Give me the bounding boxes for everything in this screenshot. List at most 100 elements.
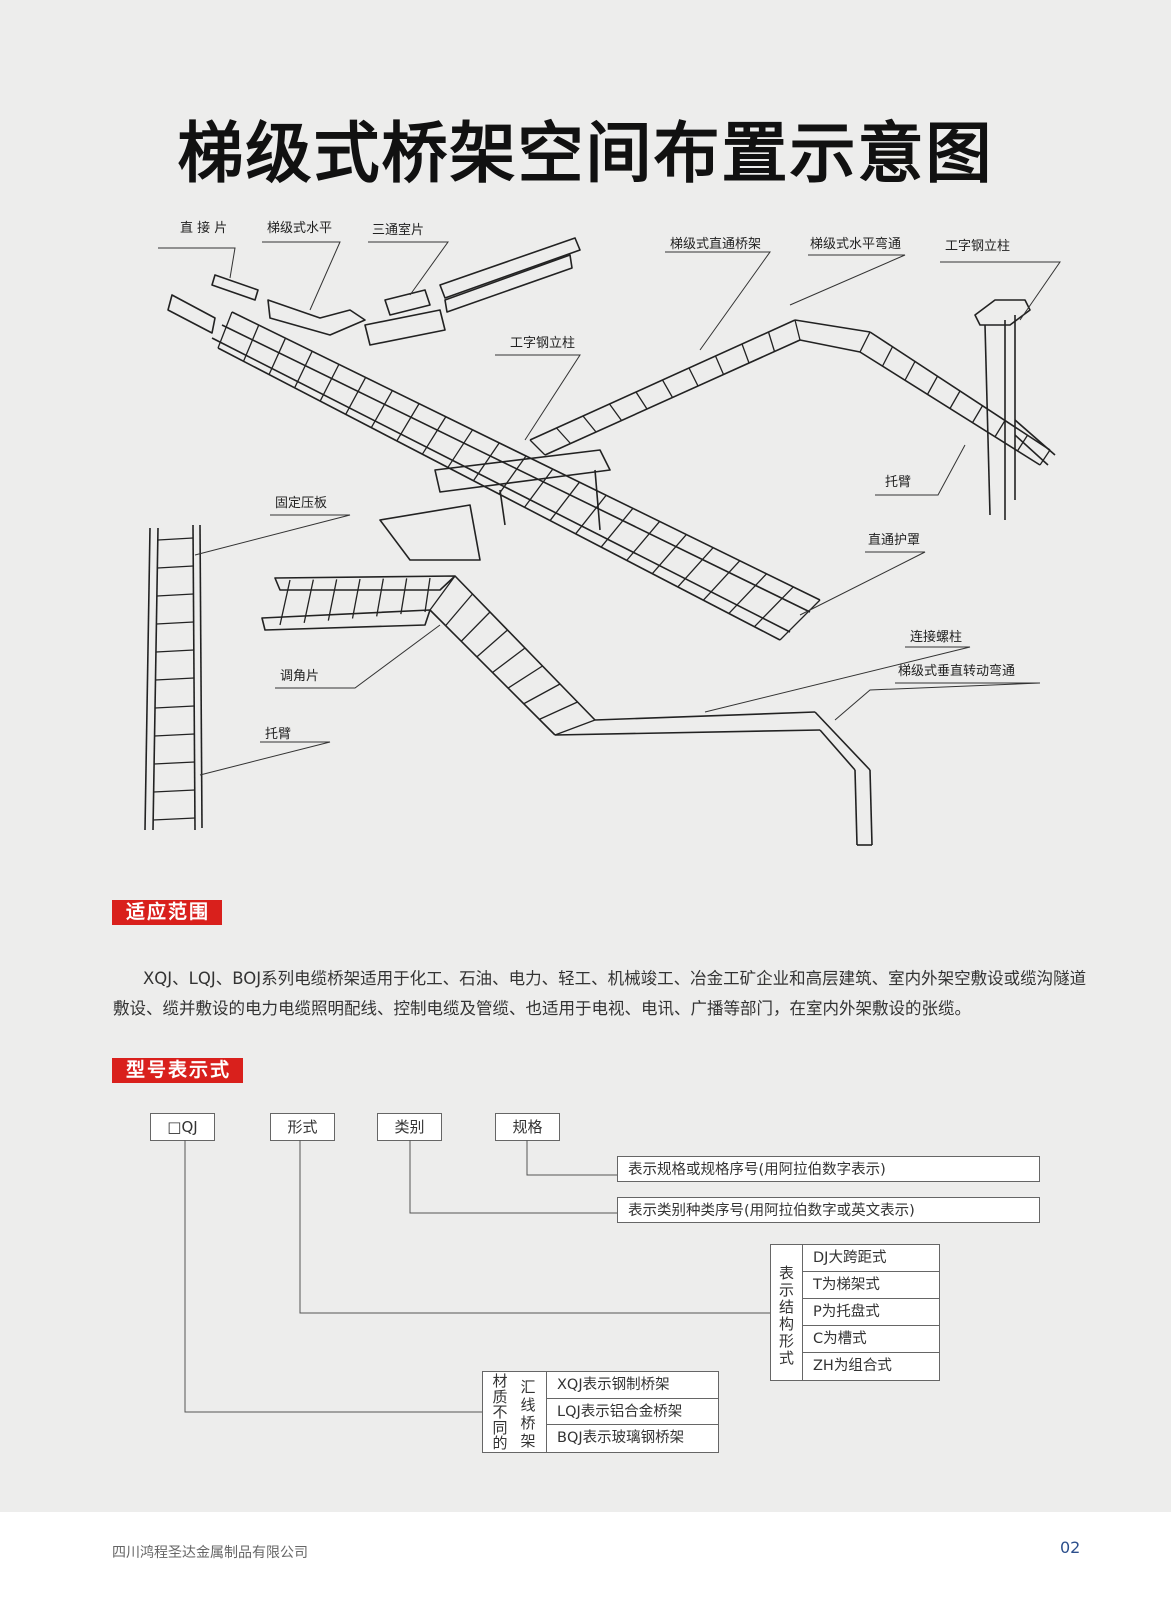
material-head-char: 的: [492, 1434, 508, 1452]
material-head-char: 不: [492, 1403, 508, 1421]
ladder-rung: [635, 391, 648, 410]
structure-form-item: C为槽式: [803, 1326, 939, 1353]
material-head: 材质不同的汇线桥架: [483, 1372, 547, 1452]
label-tee-piece: 三通室片: [372, 222, 424, 238]
structure-form-item: T为梯架式: [803, 1272, 939, 1299]
label-straight-piece: 直 接 片: [180, 220, 227, 236]
ladder-rung: [714, 355, 725, 375]
material-head-char: 线: [520, 1396, 536, 1414]
ladder-rung: [242, 324, 260, 362]
material-head-column: 材质不同的: [489, 1372, 511, 1452]
ladder-rung: [376, 578, 384, 617]
label-ladder-straight-tray: 梯级式直通桥架: [670, 237, 761, 252]
ladder-rung: [154, 705, 195, 709]
ladder-rung: [154, 733, 195, 737]
upper-right-tray: [529, 319, 1051, 466]
footer-company: 四川鸿程圣达金属制品有限公司: [112, 1545, 308, 1561]
label-i-beam-column-right: 工字钢立柱: [945, 239, 1010, 254]
ladder-rung: [476, 629, 508, 658]
label-straight-cover: 直通护罩: [868, 533, 920, 548]
structure-head-char: 示: [778, 1281, 794, 1299]
ladder-rung: [152, 817, 196, 821]
ladder-rung: [949, 390, 961, 409]
ladder-rung: [472, 442, 500, 482]
material-head-char: 同: [492, 1418, 508, 1437]
ladder-rung: [1039, 449, 1051, 466]
material-head-char: 汇: [520, 1378, 536, 1396]
ladder-rung: [524, 468, 554, 508]
ladder-rung: [155, 649, 194, 653]
ladder-rung: [926, 375, 939, 395]
code-box-category: 类别: [377, 1113, 442, 1141]
code-box-qj: □QJ: [150, 1113, 215, 1141]
label-i-beam-column-center: 工字钢立柱: [510, 336, 575, 351]
ladder-rung: [556, 427, 571, 444]
structure-head-char: 构: [778, 1315, 794, 1333]
footer-page-number: 02: [1060, 1538, 1081, 1557]
material-head-column: 汇线桥架: [517, 1378, 539, 1450]
spec-description: 表示规格或规格序号(用阿拉伯数字表示): [617, 1156, 1040, 1182]
ladder-rung: [155, 677, 195, 681]
ladder-rung: [753, 586, 794, 628]
ladder-rung: [688, 367, 699, 387]
cable-tray-diagram: 直 接 片 梯级式水平 三通室片 梯级式直通桥架 梯级式水平弯通 工字钢立柱 工…: [144, 220, 1061, 846]
ladder-rung: [319, 364, 340, 402]
ladder-rung: [217, 311, 233, 349]
ladder-rung: [529, 439, 546, 456]
ladder-rung: [460, 611, 491, 642]
ladder-rung: [498, 455, 527, 495]
structure-form-item: ZH为组合式: [813, 1358, 892, 1374]
ladder-rung: [904, 361, 916, 381]
structure-head-char: 结: [778, 1298, 794, 1316]
structure-form-item: DJ大跨距式: [803, 1245, 939, 1272]
code-box-spec: 规格: [495, 1113, 560, 1141]
ladder-rung: [424, 577, 431, 613]
ladder-rung: [153, 789, 195, 793]
ladder-rung: [549, 481, 580, 521]
ladder-rung: [794, 319, 801, 341]
structure-form-item: P为托盘式: [803, 1299, 939, 1326]
ladder-rung: [971, 405, 984, 423]
ladder-rung: [728, 573, 768, 614]
material-item: BQJ表示玻璃钢桥架: [557, 1430, 685, 1447]
ladder-rung: [741, 343, 750, 364]
top-fittings: [167, 237, 581, 346]
section-title-model: 型号表示式: [112, 1058, 244, 1083]
ladder-rung: [157, 537, 194, 541]
ladder-rung: [327, 579, 338, 621]
code-connector-lines: [184, 1140, 770, 1413]
ladder-rung: [881, 346, 894, 367]
ladder-rung: [859, 331, 871, 353]
ladder-rung: [156, 593, 194, 597]
material-head-char: 桥: [520, 1414, 536, 1432]
ladder-rung: [554, 719, 596, 736]
ladder-rung: [523, 683, 561, 705]
ladder-rung: [429, 575, 456, 611]
ladder-rung: [626, 521, 661, 561]
ladder-rung: [370, 390, 393, 428]
ladder-rung: [600, 507, 634, 548]
ladder-rung: [447, 429, 474, 468]
material-head-char: 材: [492, 1372, 508, 1390]
label-angle-piece: 调角片: [280, 669, 319, 684]
ladder-rung: [294, 350, 313, 389]
label-ladder-horizontal: 梯级式水平: [267, 221, 332, 236]
ladder-rung: [421, 416, 447, 455]
ladder-rung: [539, 701, 578, 720]
structure-form-head: 表示结构形式: [771, 1245, 803, 1380]
center-crossing: [379, 449, 611, 561]
ladder-rung: [303, 579, 314, 623]
ladder-rung: [279, 579, 291, 626]
label-ladder-horizontal-bend: 梯级式水平弯通: [810, 236, 901, 252]
diagram-labels: 直 接 片 梯级式水平 三通室片 梯级式直通桥架 梯级式水平弯通 工字钢立柱 工…: [180, 220, 1015, 742]
ladder-rung: [153, 761, 195, 765]
ladder-rung: [651, 534, 687, 575]
left-vertical-ladder: [144, 524, 203, 831]
ladder-rung: [1016, 434, 1029, 452]
code-box-form: 形式: [270, 1113, 335, 1141]
structure-head-char: 形: [778, 1332, 794, 1350]
label-fixed-plate: 固定压板: [275, 496, 327, 511]
ladder-rung: [677, 547, 714, 588]
